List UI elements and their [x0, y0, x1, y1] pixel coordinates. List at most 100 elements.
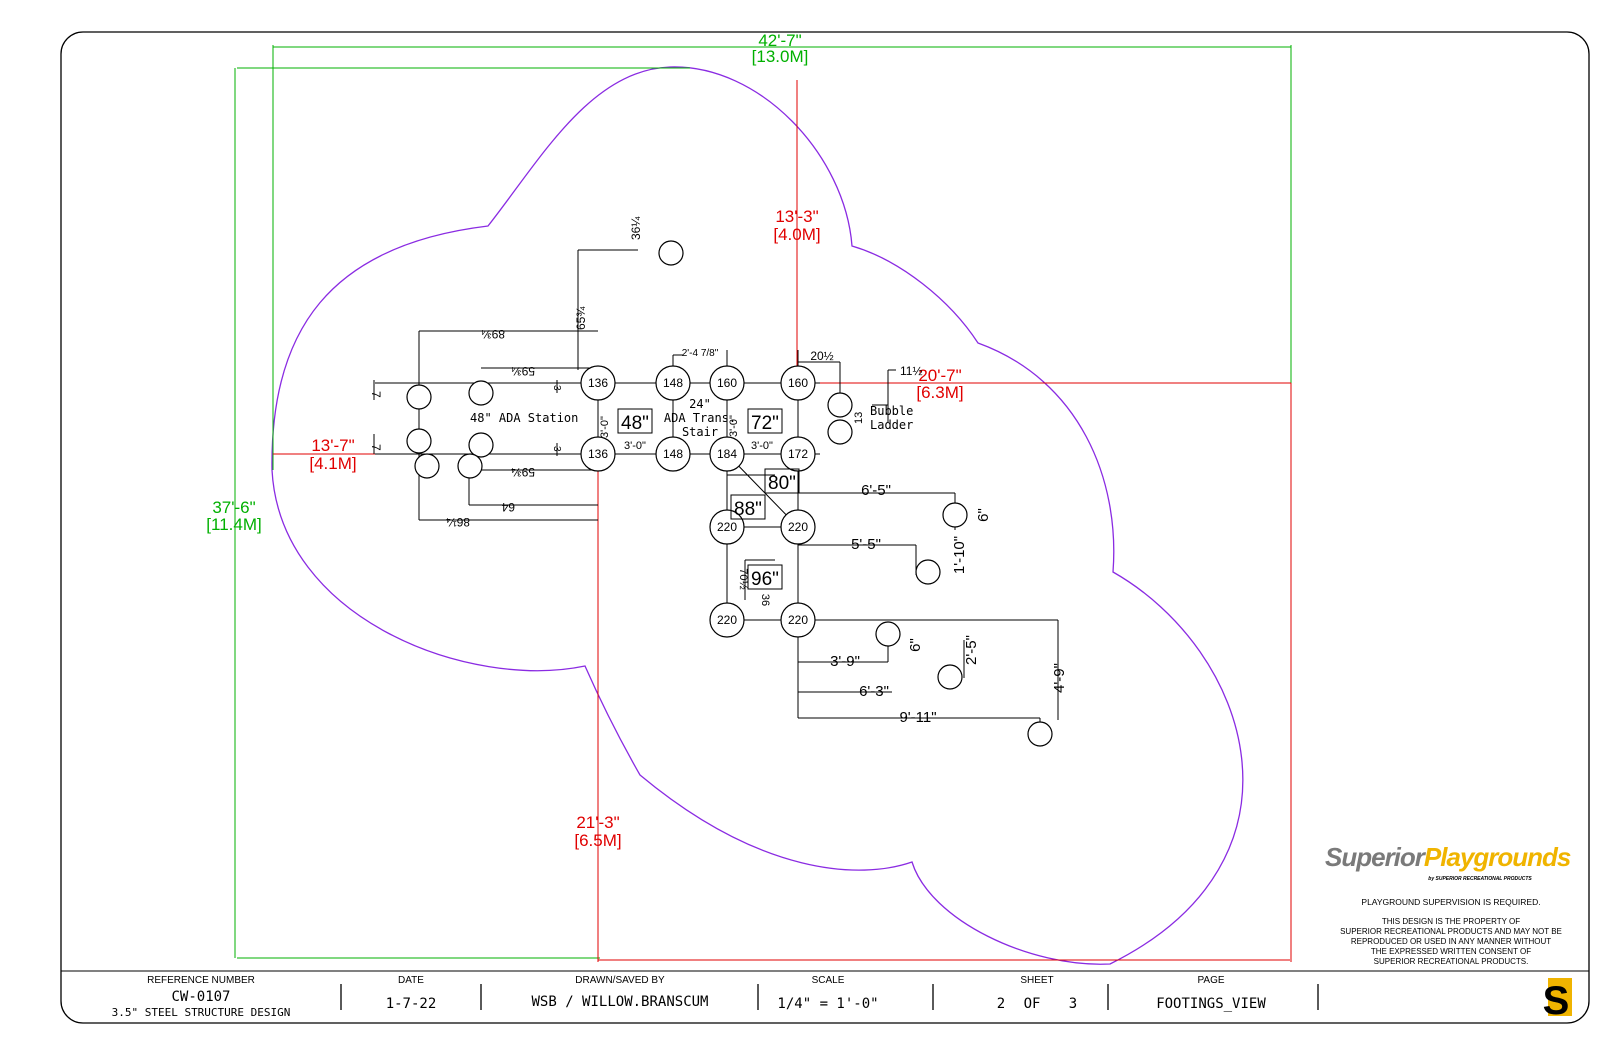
- property-notice-line: REPRODUCED OR USED IN ANY MANNER WITHOUT: [1351, 937, 1551, 946]
- footing-148-bottom: [655, 436, 691, 472]
- overall-height-metric: [11.4M]: [206, 515, 261, 534]
- dim-text: 89¾: [481, 327, 505, 341]
- ada-trans-height-label: 24": [689, 397, 711, 411]
- property-notice-line: THIS DESIGN IS THE PROPERTY OF: [1382, 917, 1520, 926]
- footing-220-b: [780, 509, 816, 545]
- reference-number-value: CW-0107: [171, 989, 230, 1005]
- dim-text: 36: [759, 594, 771, 606]
- footing-148-top: [655, 365, 691, 401]
- deck-height-boxes: [617, 408, 800, 590]
- property-notice-line: SUPERIOR RECREATIONAL PRODUCTS AND MAY N…: [1340, 927, 1562, 936]
- scale-value: 1/4" = 1'-0": [777, 996, 878, 1012]
- footing-220-d: [780, 602, 816, 638]
- footing-172: [780, 436, 816, 472]
- footing-small: [658, 240, 684, 266]
- footing-label: 220: [717, 520, 737, 534]
- dim-text: 20½: [810, 349, 833, 363]
- dim-text: 36¼: [629, 216, 643, 240]
- dim-text: 3: [551, 385, 562, 391]
- use-zone-top-dim: 13'-3": [775, 207, 818, 226]
- footing-label: 184: [717, 447, 737, 461]
- dim-text: 5'-5": [851, 536, 881, 553]
- use-zone-top-metric: [4.0M]: [773, 225, 820, 244]
- dim-text: 70½: [737, 568, 749, 589]
- footing-small: [468, 432, 494, 458]
- footing-label: 220: [717, 613, 737, 627]
- footing-small: [406, 428, 432, 454]
- component-labels: 48" ADA Station 24" ADA Trans. Stair Bub…: [470, 397, 913, 439]
- footing-160-right: [780, 365, 816, 401]
- ada-station-label: 48" ADA Station: [470, 411, 578, 425]
- footing-small: [937, 664, 963, 690]
- drawn-by-label: DRAWN/SAVED BY: [575, 975, 665, 986]
- page-value: FOOTINGS_VIEW: [1156, 996, 1266, 1012]
- dim-text: 11½: [900, 364, 922, 378]
- dim-text: 3'-0": [751, 440, 773, 452]
- footing-small: [827, 392, 853, 418]
- logo-letter: S: [1543, 979, 1570, 1023]
- footing-label: 136: [588, 447, 608, 461]
- date-value: 1-7-22: [386, 996, 437, 1012]
- brand-block: SuperiorPlaygrounds by SUPERIOR RECREATI…: [1325, 842, 1572, 966]
- footing-label: 148: [663, 447, 683, 461]
- use-zone-left-dim: 13'-7": [311, 436, 354, 455]
- dim-text: 3: [551, 446, 562, 452]
- footing-small: [406, 384, 432, 410]
- dim-text: 6": [907, 638, 924, 652]
- structure-lines: [373, 249, 1059, 730]
- footing-220-c: [709, 602, 745, 638]
- scale-label: SCALE: [812, 975, 845, 986]
- sheet-number: 2: [997, 996, 1005, 1012]
- dim-text: 9'-11": [899, 709, 936, 726]
- deck-height-48: 48": [621, 413, 649, 434]
- dim-text: 3'-0": [624, 440, 646, 452]
- dim-text: 7: [369, 444, 383, 451]
- deck-heights: 48" 72" 80" 88" 96": [621, 413, 796, 590]
- footing-label: 160: [788, 376, 808, 390]
- footing-160-left: [709, 365, 745, 401]
- footing-small: [915, 559, 941, 585]
- deck-height-72: 72": [751, 413, 779, 434]
- date-label: DATE: [398, 975, 424, 986]
- dim-text: 6": [975, 508, 992, 522]
- brand-name-superior: Superior: [1325, 842, 1427, 872]
- brand-tagline: by SUPERIOR RECREATIONAL PRODUCTS: [1428, 876, 1532, 882]
- dim-text: 6'-5": [861, 482, 891, 499]
- reference-number-label: REFERENCE NUMBER: [147, 975, 255, 986]
- footing-184: [709, 436, 745, 472]
- dim-text: 13: [853, 412, 865, 424]
- deck-height-80: 80": [768, 473, 796, 494]
- title-block: REFERENCE NUMBER CW-0107 3.5" STEEL STRU…: [112, 975, 1572, 1023]
- bubble-label: Bubble: [870, 404, 913, 418]
- footing-small: [457, 453, 483, 479]
- dim-text: 2'-4 7/8": [682, 348, 719, 359]
- use-zone-outline: [271, 66, 1244, 965]
- property-notice-line: THE EXPRESSED WRITTEN CONSENT OF: [1371, 947, 1531, 956]
- footing-small: [827, 419, 853, 445]
- overall-width-dim: 42'-7": [758, 31, 801, 50]
- dim-text: 86¼: [446, 515, 470, 529]
- footing-circles: [406, 240, 1053, 747]
- sheet-border: [60, 31, 1590, 1024]
- brand-name-playgrounds: Playgrounds: [1424, 842, 1571, 872]
- page-label: PAGE: [1197, 975, 1224, 986]
- use-zone-bottom-metric: [6.5M]: [574, 831, 621, 850]
- footing-136-bottom: [580, 436, 616, 472]
- brand-logo-mark: S: [1543, 978, 1572, 1023]
- dim-text: 3'-0": [599, 416, 611, 438]
- footing-label: 172: [788, 447, 808, 461]
- sheet-total: 3: [1069, 996, 1077, 1012]
- footing-small: [1027, 721, 1053, 747]
- footing-136-top: [580, 365, 616, 401]
- use-zone-bottom-dim: 21'-3": [576, 813, 619, 832]
- footing-small: [942, 502, 968, 528]
- footing-label: 220: [788, 520, 808, 534]
- stair-label: Stair: [682, 425, 718, 439]
- use-zone-right-metric: [6.3M]: [916, 383, 963, 402]
- footing-label: 136: [588, 376, 608, 390]
- footing-small: [414, 453, 440, 479]
- dim-text: 3'-9": [830, 653, 860, 670]
- sheet-of: OF: [1024, 996, 1041, 1012]
- structure-description: 3.5" STEEL STRUCTURE DESIGN: [112, 1006, 291, 1019]
- use-zone-right-dim: 20'-7": [918, 366, 961, 385]
